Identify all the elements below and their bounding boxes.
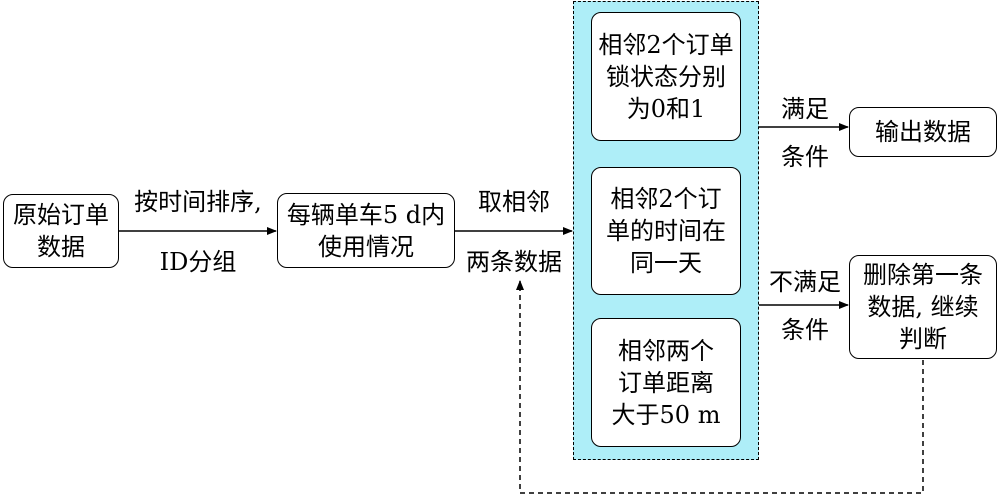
edge-label-sort-group-bottom: ID分组 [159,248,237,276]
node-cond-same-day-line3: 同一天 [630,249,702,277]
node-cond-same-day-line1: 相邻2个订 [610,185,722,213]
edge-label-not-satisfy-bottom: 条件 [781,316,829,344]
edge-label-not-satisfy-top: 不满足 [769,268,841,296]
node-output: 输出数据 [849,107,997,157]
node-cond-lock-line3: 为0和1 [626,94,706,123]
node-cond-lock-line2: 锁状态分别 [606,62,726,91]
node-delete-line3: 判断 [899,325,947,353]
node-delete-line1: 删除第一条 [863,261,983,289]
node-cond-same-day-line2: 单的时间在 [606,217,726,245]
node-cond-lock-line1: 相邻2个订单 [598,30,734,59]
edge-label-satisfy-bottom: 条件 [781,143,829,171]
node-raw-orders-line1: 原始订单 [13,201,109,229]
node-cond-distance: 相邻两个 订单距离 大于50 m [591,318,741,447]
loop-back-line [516,280,924,494]
edge-label-sort-group-top: 按时间排序, [134,188,262,216]
node-cond-distance-line3: 大于50 m [611,400,721,429]
node-usage-5d-line2: 使用情况 [318,232,414,261]
edge-label-adjacent-top: 取相邻 [478,188,550,216]
node-delete-line2: 数据, 继续 [867,293,979,321]
node-cond-lock: 相邻2个订单 锁状态分别 为0和1 [591,12,741,141]
edge-label-satisfy-top: 满足 [781,95,829,123]
node-cond-same-day: 相邻2个订 单的时间在 同一天 [591,167,741,295]
node-output-line1: 输出数据 [875,118,971,146]
node-cond-distance-line1: 相邻两个 [618,336,714,365]
edge-label-adjacent-bottom: 两条数据 [466,248,562,276]
node-usage-5d-line1: 每辆单车5 d内 [286,200,446,229]
node-usage-5d: 每辆单车5 d内 使用情况 [277,193,455,268]
node-delete: 删除第一条 数据, 继续 判断 [849,255,997,359]
node-cond-distance-line2: 订单距离 [618,368,714,397]
node-raw-orders: 原始订单 数据 [3,194,119,268]
node-raw-orders-line2: 数据 [37,233,85,261]
